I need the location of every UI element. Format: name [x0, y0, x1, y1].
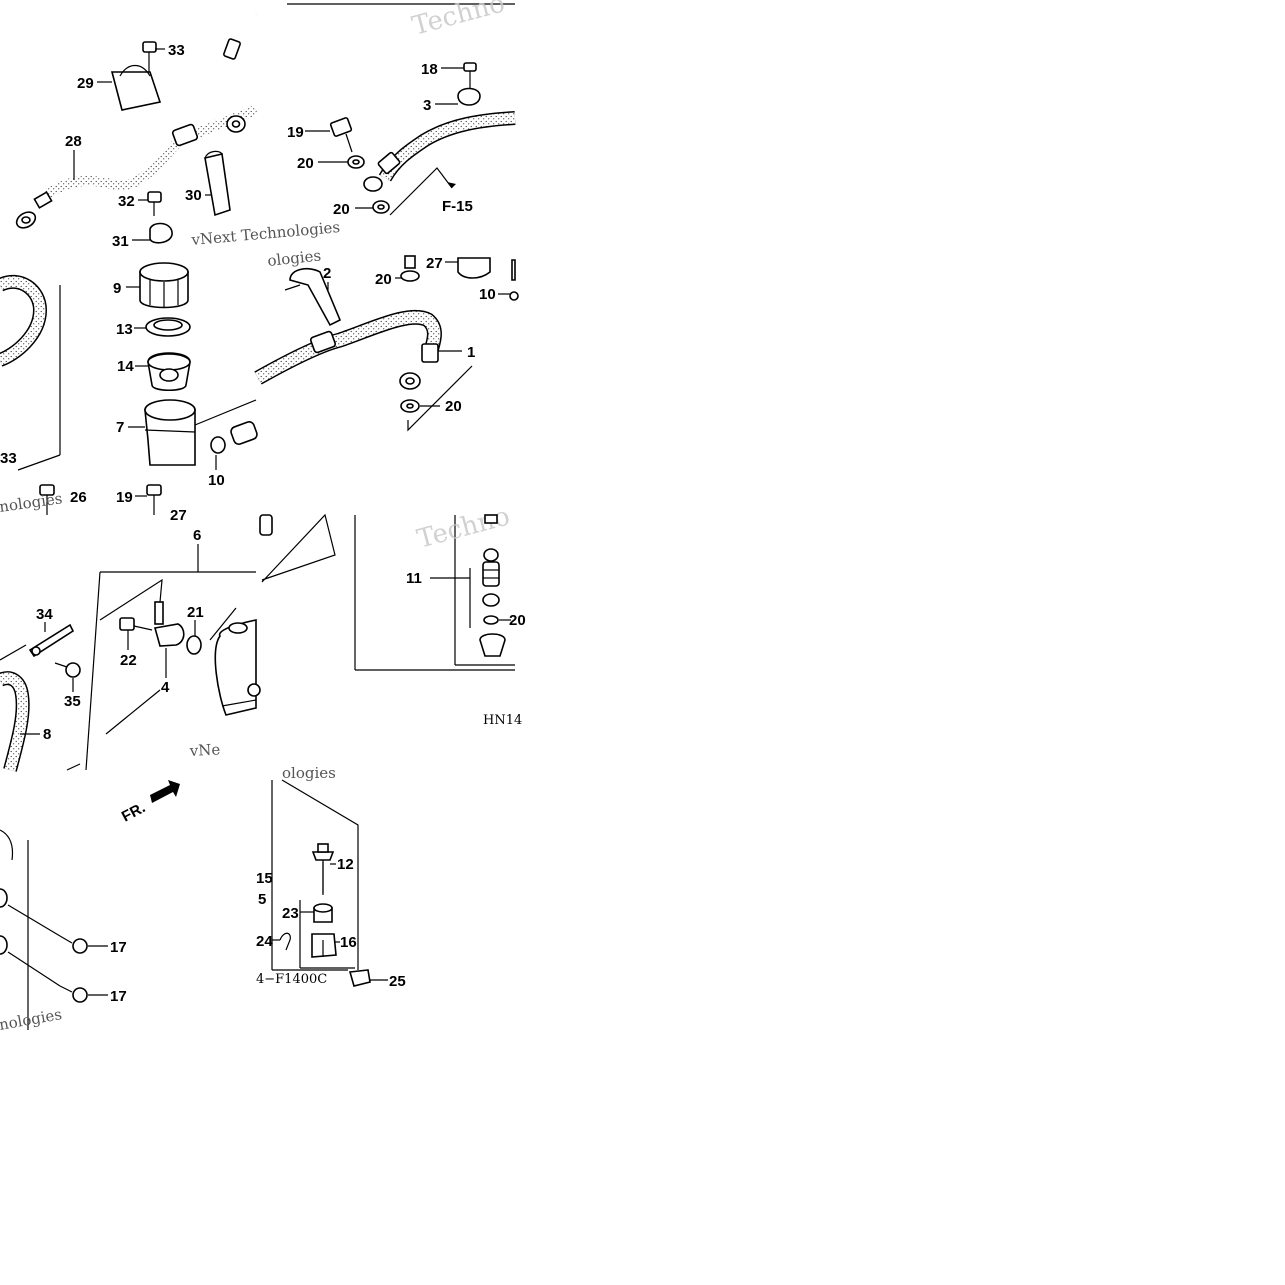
- callout-22: 22: [120, 652, 137, 669]
- callout-8: 8: [43, 726, 51, 743]
- callout-31: 31: [112, 233, 129, 250]
- callout-11: 11: [406, 570, 422, 587]
- callout-29: 29: [77, 75, 94, 92]
- callout-35: 35: [64, 693, 81, 710]
- watermark-nologies: nologies: [0, 489, 63, 516]
- watermark-logies: ologies: [282, 764, 336, 782]
- callout-25: 25: [389, 973, 406, 990]
- callout-18: 18: [421, 61, 438, 78]
- watermark-nologies: nologies: [0, 1005, 63, 1034]
- callout-23: 23: [282, 905, 299, 922]
- callout-12: 12: [337, 856, 354, 873]
- extra-callouts: 20: [509, 612, 526, 629]
- tile-master-cylinder: 34 35 8 22 4 21 6 vNe: [0, 527, 261, 772]
- callout-10: 10: [208, 472, 225, 489]
- callout-9: 9: [113, 280, 121, 297]
- callout-13: 13: [116, 321, 133, 338]
- callout-26: 26: [70, 489, 87, 506]
- callout-16: 16: [340, 934, 357, 951]
- callout-3: 3: [423, 97, 431, 114]
- callout-33: 33: [0, 450, 17, 467]
- callout-20: 20: [375, 271, 392, 288]
- watermark-brand: vNext Technologies: [190, 218, 341, 249]
- callout-24: 24: [256, 933, 273, 950]
- callout-20: 20: [333, 201, 350, 218]
- callout-20: 20: [445, 398, 462, 415]
- tile-lever-mount: FR. 17 17 nologies: [0, 780, 180, 1034]
- tile-hose-middle: 2 1 20 20 27 10 ologies: [254, 246, 519, 432]
- callout-10: 10: [479, 286, 496, 303]
- callout-7: 7: [116, 419, 124, 436]
- tile-reservoir: 9 13 14 7 10 19 33 26 27 nologies: [0, 262, 258, 524]
- callout-27: 27: [426, 255, 443, 272]
- callout-1: 1: [467, 344, 475, 361]
- callout-34: 34: [36, 606, 53, 623]
- callout-21: 21: [187, 604, 204, 621]
- callout-14: 14: [117, 358, 134, 375]
- callout-20: 20: [297, 155, 314, 172]
- callout-17: 17: [110, 939, 127, 956]
- watermark-technologies: Techno: [409, 0, 508, 42]
- callout-4: 4: [161, 679, 170, 696]
- diagram-code: 4−F1400C: [256, 972, 327, 987]
- callout-19: 19: [116, 489, 133, 506]
- ref-label-f15: F-15: [442, 198, 473, 215]
- callout-19: 19: [287, 124, 304, 141]
- callout-5: 5: [258, 891, 266, 908]
- watermark-vnext: vNe: [188, 740, 220, 760]
- callout-30: 30: [185, 187, 202, 204]
- callout-2: 2: [323, 265, 331, 282]
- tile-pushrod: ologies 12 23 16 24 25 15 5 4−F1400C: [256, 764, 406, 990]
- direction-label: FR.: [119, 799, 148, 825]
- callout-17: 17: [110, 988, 127, 1005]
- callout-33: 33: [168, 42, 185, 59]
- callout-32: 32: [118, 193, 135, 210]
- callout-15: 15: [256, 870, 273, 887]
- callout-27: 27: [170, 507, 187, 524]
- tile-hose-upper-right: Techno 18 3 19 20 20 F-15: [287, 0, 516, 218]
- diagram-code-partial: HN14: [483, 713, 522, 728]
- tile-pushrod-kit: Techno 11 HN14: [259, 501, 522, 728]
- watermark-technologies: Techno: [414, 501, 513, 554]
- callout-6: 6: [193, 527, 201, 544]
- callout-28: 28: [65, 133, 82, 150]
- watermark-logies: ologies: [267, 246, 322, 270]
- callout-20-partial: 20: [509, 612, 526, 629]
